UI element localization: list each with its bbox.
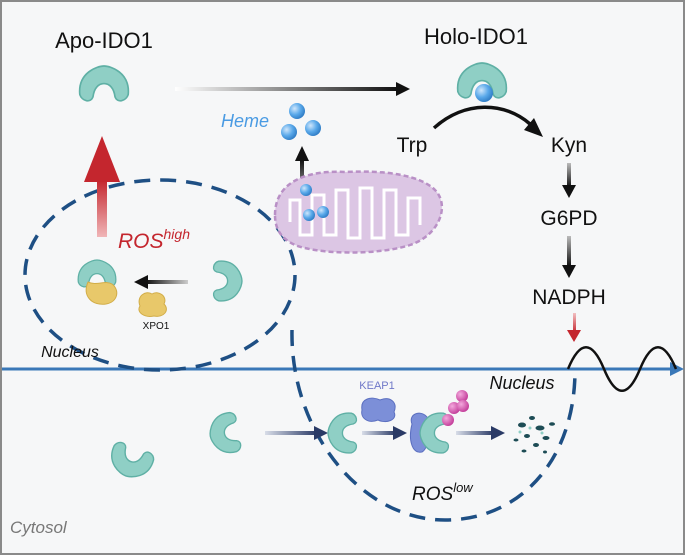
ros-high-export-arrowhead — [84, 136, 120, 182]
trp-to-kyn-arrowhead — [524, 118, 543, 137]
g6pd-label: G6PD — [540, 207, 597, 230]
nadph-to-membrane-arrow — [573, 313, 576, 333]
ubiquitin-4 — [442, 414, 454, 426]
xpo1-binding-arrowhead — [134, 275, 148, 289]
cytosol-label: Cytosol — [10, 518, 68, 537]
mito-heme-3 — [317, 206, 329, 218]
sine-wave — [566, 346, 678, 392]
keap1-free — [361, 397, 396, 423]
g6pd-to-nadph-arrowhead — [562, 265, 576, 278]
apo-ido1-label: Apo-IDO1 — [55, 28, 153, 53]
nadph-label: NADPH — [532, 286, 606, 309]
mito-heme-2 — [303, 209, 315, 221]
degradation-arrowhead — [491, 426, 505, 440]
nucleus-boundary-right — [290, 329, 577, 522]
nadph-to-membrane-arrowhead — [567, 330, 581, 342]
degraded-fragments — [513, 416, 555, 454]
degradation-arrow — [456, 431, 494, 435]
apo-to-holo-arrow — [175, 87, 397, 91]
ros-high-export-arrow — [97, 180, 107, 237]
import-arrow — [265, 431, 317, 435]
xpo1-free — [138, 292, 167, 317]
keap1-binding-arrow — [362, 431, 396, 435]
holo-ido1-label: Holo-IDO1 — [424, 24, 528, 49]
ubiquitin-2 — [448, 402, 460, 414]
g6pd-to-nadph-arrow — [567, 236, 571, 266]
kyn-to-g6pd-arrow — [567, 163, 571, 187]
trp-to-kyn-arrow — [432, 105, 532, 130]
kyn-to-g6pd-arrowhead — [562, 185, 576, 198]
xpo1-label: XPO1 — [143, 321, 170, 332]
ubiquitin-3 — [457, 400, 469, 412]
holo-heme-ball — [475, 84, 493, 102]
xpo1-bound — [85, 281, 118, 305]
ros-high-label: ROShigh — [118, 226, 190, 253]
heme-ball-2 — [281, 124, 297, 140]
heme-label: Heme — [221, 111, 269, 131]
heme-ball-3 — [305, 120, 321, 136]
trp-label: Trp — [397, 134, 428, 157]
lower-compartment-bg — [2, 370, 683, 553]
heme-ball-1 — [289, 103, 305, 119]
apo-to-holo-arrowhead — [396, 82, 410, 96]
keap1-label: KEAP1 — [359, 380, 394, 392]
import-arrowhead — [314, 426, 328, 440]
ubiquitin-1 — [456, 390, 468, 402]
mitochondrion — [273, 170, 444, 254]
mito-heme-1 — [300, 184, 312, 196]
ros-low-label: ROSlow — [412, 480, 474, 505]
keap1-binding-arrowhead — [393, 426, 407, 440]
kyn-label: Kyn — [551, 134, 587, 157]
nucleus-left-label: Nucleus — [41, 344, 99, 361]
nucleus-boundary-left — [23, 178, 297, 372]
nucleus-right-label: Nucleus — [489, 373, 554, 393]
xpo1-binding-arrow — [146, 280, 188, 284]
mitochondrion-cristae — [288, 186, 422, 240]
mito-to-heme-arrowhead — [295, 146, 309, 161]
